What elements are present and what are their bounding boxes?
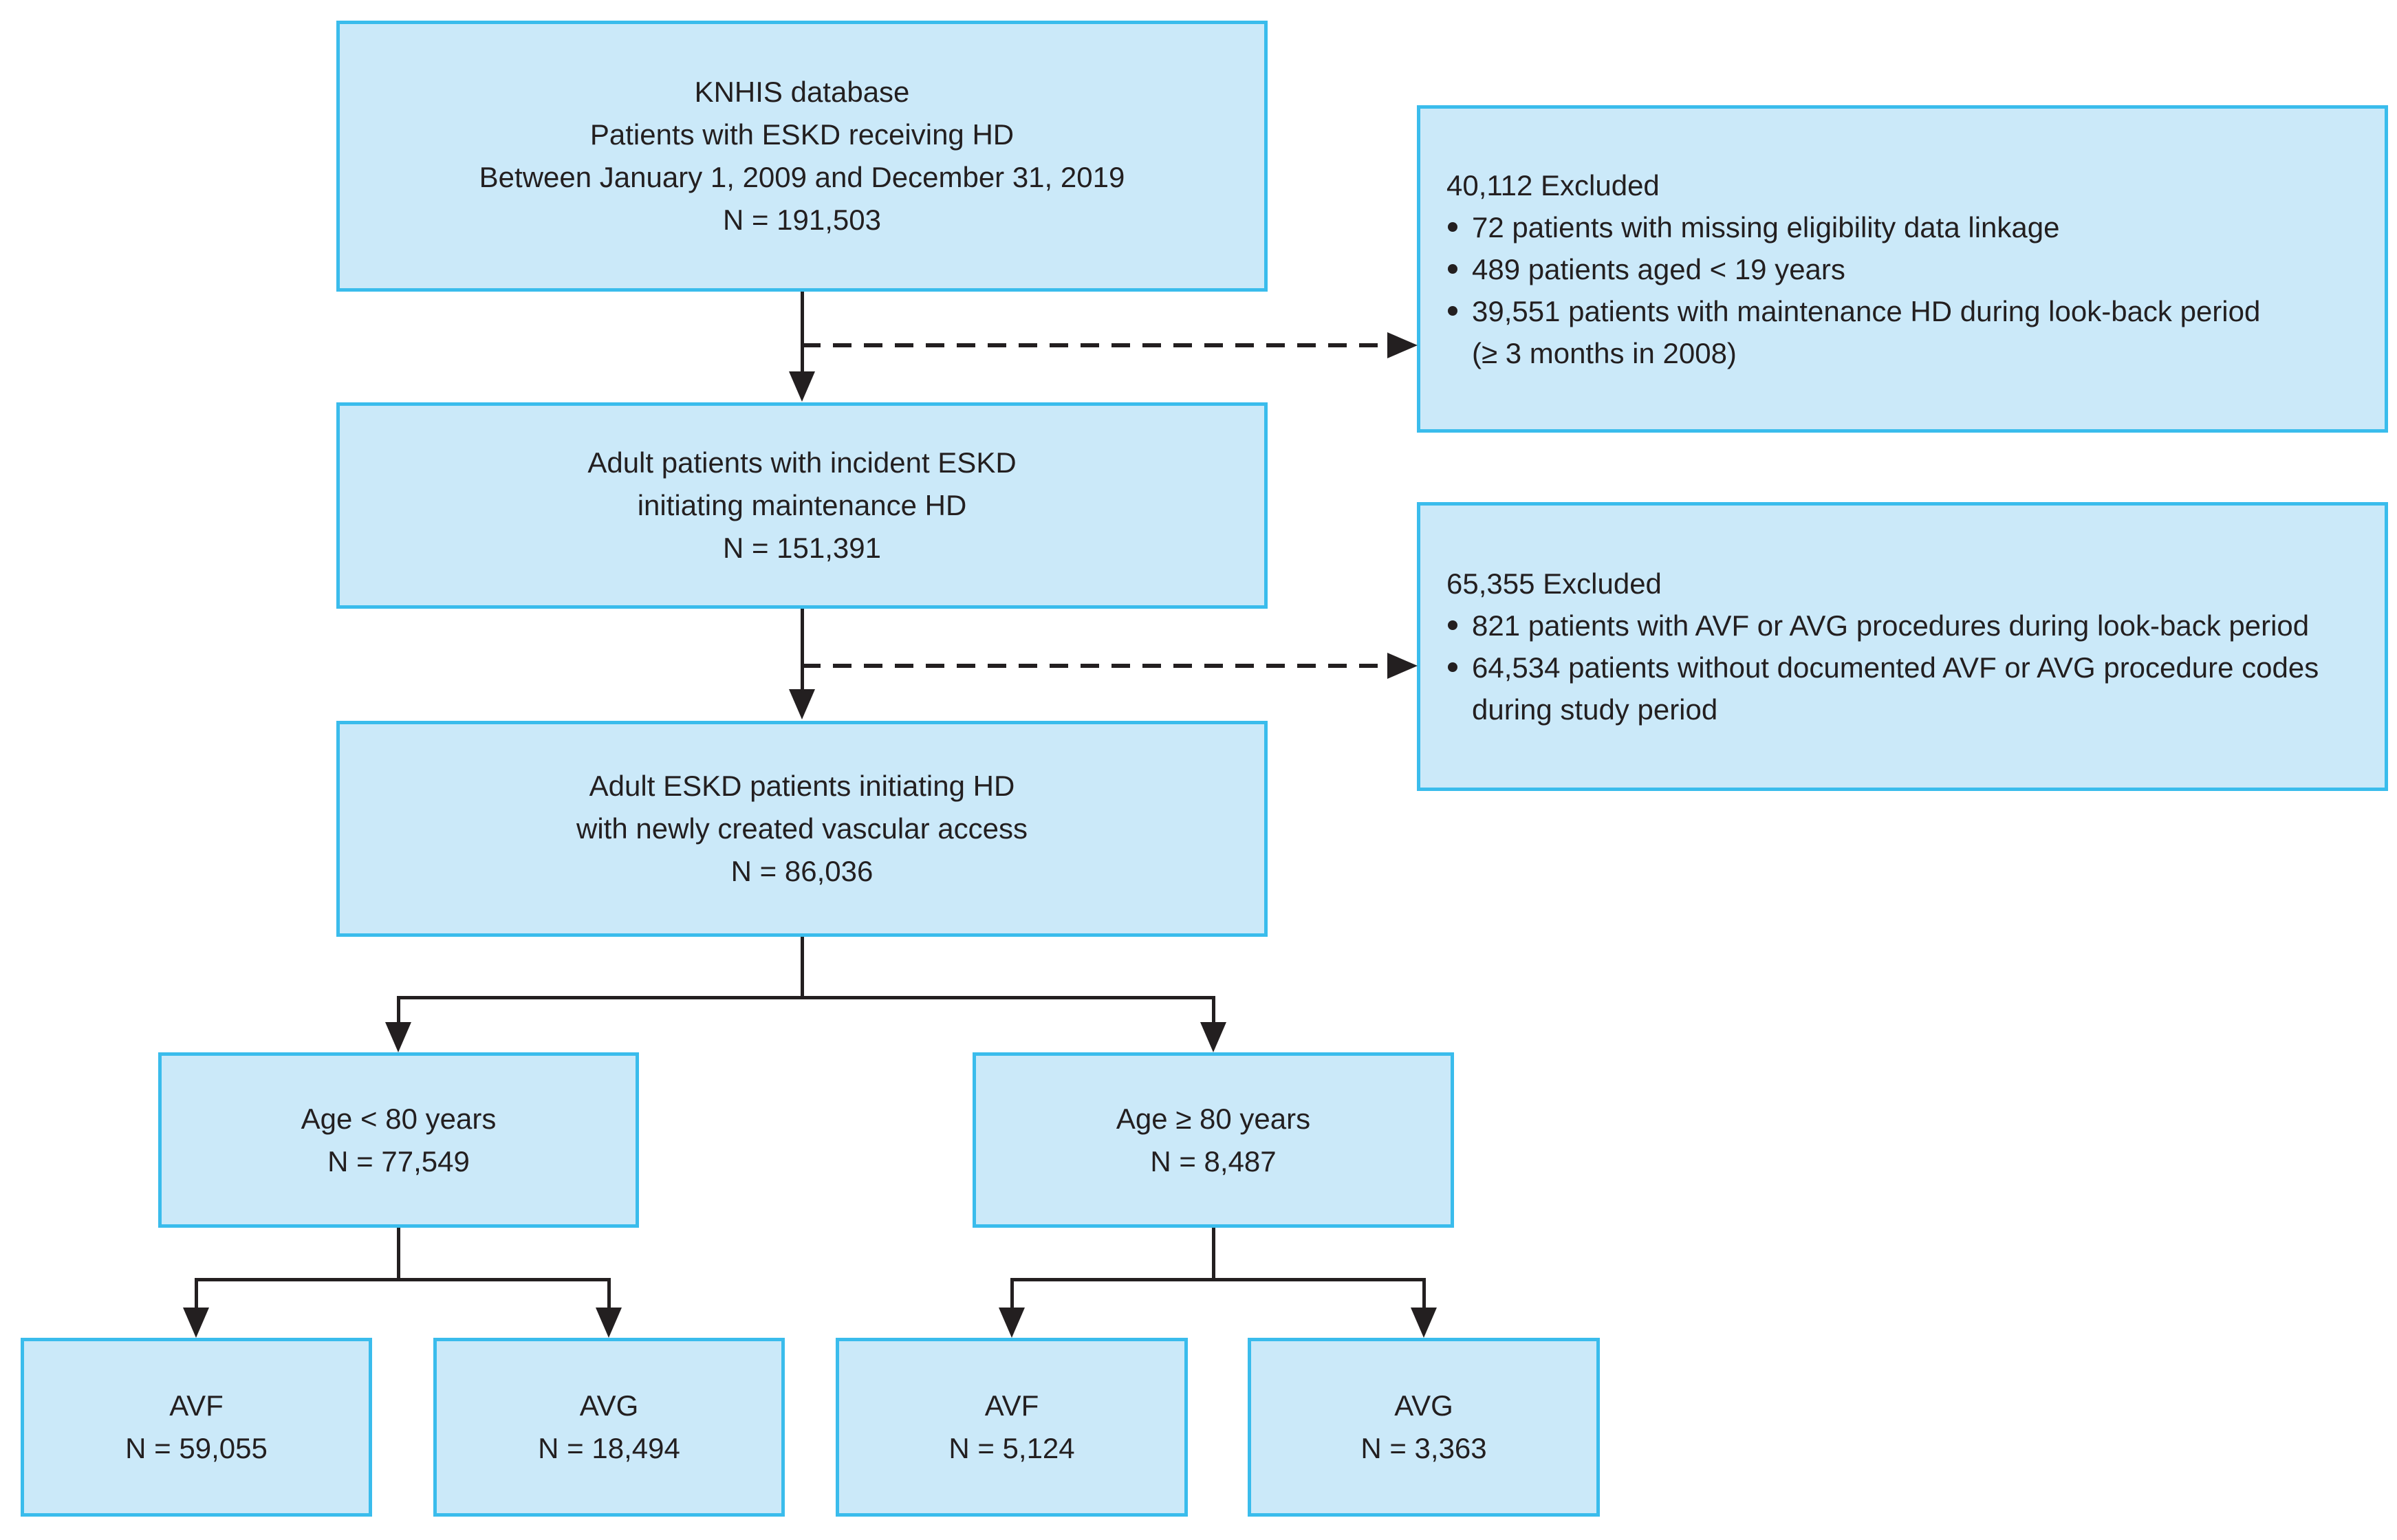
box-text-line: Age ≥ 80 years (1116, 1102, 1311, 1135)
box-excluded-2: 65,355 Excluded 821 patients with AVF or… (1417, 502, 2388, 791)
box-text-line: AVF (984, 1389, 1039, 1422)
connector-line (195, 1278, 198, 1310)
box-avg-under-80: AVG N = 18,494 (433, 1338, 785, 1517)
excluded-2-title: 65,355 Excluded (1446, 567, 1662, 600)
arrowhead-down-icon (789, 689, 815, 719)
box-excluded-1: 40,112 Excluded 72 patients with missing… (1417, 105, 2388, 433)
box-text-line: initiating maintenance HD (637, 489, 967, 521)
box-text-line: N = 59,055 (125, 1432, 268, 1464)
arrowhead-down-icon (385, 1022, 411, 1052)
box-knhis-database: KNHIS database Patients with ESKD receiv… (336, 21, 1268, 292)
box-text-line: N = 3,363 (1360, 1432, 1487, 1464)
connector-line (195, 1278, 610, 1281)
box-text-line: Age < 80 years (301, 1102, 497, 1135)
box-age-80-and-over: Age ≥ 80 years N = 8,487 (973, 1052, 1454, 1228)
box-text-line: N = 191,503 (722, 204, 881, 236)
excluded-1-list: 72 patients with missing eligibility dat… (1446, 206, 2357, 374)
box-text-line: N = 8,487 (1150, 1145, 1277, 1178)
arrowhead-down-icon (789, 371, 815, 402)
box-text-line: Adult ESKD patients initiating HD (589, 770, 1015, 802)
arrowhead-down-icon (999, 1308, 1025, 1338)
arrowhead-right-icon (1387, 653, 1418, 679)
arrowhead-right-icon (1387, 332, 1418, 358)
box-text-line: N = 86,036 (730, 855, 874, 887)
connector-line (607, 1278, 611, 1310)
box-vascular-access: Adult ESKD patients initiating HD with n… (336, 721, 1268, 937)
excluded-2-content: 65,355 Excluded 821 patients with AVF or… (1420, 563, 2385, 730)
box-text-line: N = 18,494 (538, 1432, 680, 1464)
dashed-connector-line (802, 664, 1387, 668)
box-avf-80-and-over: AVF N = 5,124 (836, 1338, 1188, 1517)
box-text-line: Adult patients with incident ESKD (587, 446, 1017, 479)
connector-line (1212, 1228, 1215, 1281)
box-avg-80-and-over: AVG N = 3,363 (1248, 1338, 1600, 1517)
box-text-line: AVG (579, 1389, 639, 1422)
connector-line (801, 609, 804, 691)
connector-line (1010, 1278, 1426, 1281)
dashed-connector-line (802, 343, 1387, 347)
excluded-1-content: 40,112 Excluded 72 patients with missing… (1420, 164, 2385, 374)
box-incident-eskd: Adult patients with incident ESKD initia… (336, 402, 1268, 609)
exclusion-item: 39,551 patients with maintenance HD duri… (1446, 290, 2357, 374)
box-text-line: AVG (1394, 1389, 1453, 1422)
excluded-2-list: 821 patients with AVF or AVG procedures … (1446, 605, 2357, 730)
exclusion-item: 489 patients aged < 19 years (1446, 248, 2357, 290)
box-avf-under-80: AVF N = 59,055 (21, 1338, 372, 1517)
box-text-line: N = 5,124 (948, 1432, 1075, 1464)
box-text-line: Between January 1, 2009 and December 31,… (479, 161, 1125, 193)
arrowhead-down-icon (183, 1308, 209, 1338)
arrowhead-down-icon (596, 1308, 622, 1338)
connector-line (1212, 996, 1215, 1023)
connector-line (397, 996, 400, 1023)
exclusion-item: 72 patients with missing eligibility dat… (1446, 206, 2357, 248)
connector-line (1422, 1278, 1426, 1310)
connector-line (397, 996, 1215, 999)
arrowhead-down-icon (1411, 1308, 1437, 1338)
box-text-line: Patients with ESKD receiving HD (589, 118, 1015, 151)
box-age-under-80: Age < 80 years N = 77,549 (158, 1052, 639, 1228)
box-text-line: AVF (169, 1389, 224, 1422)
excluded-1-title: 40,112 Excluded (1446, 169, 1660, 202)
arrowhead-down-icon (1200, 1022, 1226, 1052)
box-text-line: with newly created vascular access (576, 812, 1028, 845)
connector-line (397, 1228, 400, 1281)
box-text-line: N = 77,549 (327, 1145, 470, 1178)
exclusion-item: 821 patients with AVF or AVG procedures … (1446, 605, 2357, 647)
box-text-line: N = 151,391 (722, 532, 881, 564)
connector-line (801, 292, 804, 373)
exclusion-item: 64,534 patients without documented AVF o… (1446, 647, 2357, 730)
box-text-line: KNHIS database (694, 76, 910, 108)
connector-line (1010, 1278, 1014, 1310)
connector-line (801, 937, 804, 999)
